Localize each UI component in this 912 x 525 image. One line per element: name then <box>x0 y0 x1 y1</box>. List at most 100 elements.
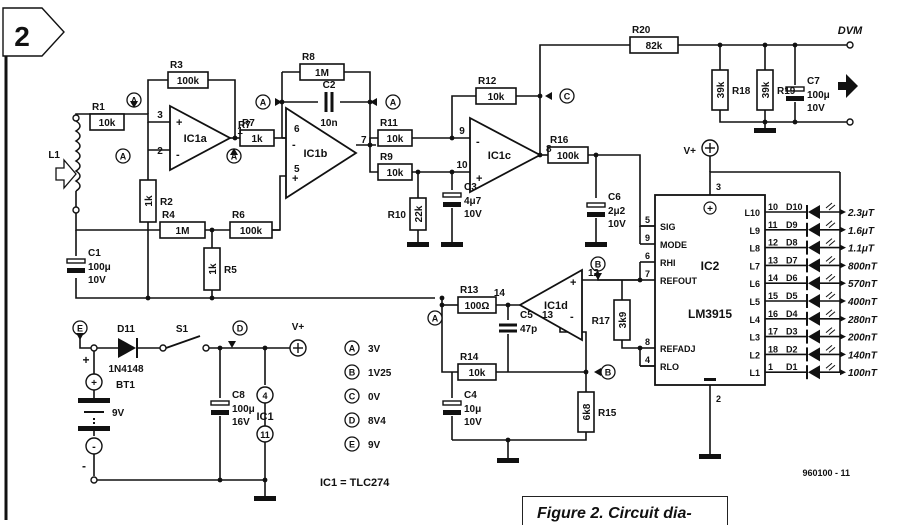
led-name: D10 <box>786 202 803 212</box>
dvm-arrow <box>838 74 858 98</box>
led-arrow <box>840 209 846 215</box>
terminal <box>846 118 854 126</box>
node-legend-b-letter: B <box>349 368 356 378</box>
r4-value: 1M <box>176 226 190 237</box>
r10-name: R10 <box>388 210 407 221</box>
r11-name: R11 <box>380 118 398 129</box>
arrow-head <box>545 92 552 100</box>
node-d <box>232 320 248 336</box>
led-light <box>825 327 836 335</box>
arrow-head <box>228 341 236 348</box>
led-name: D4 <box>786 309 798 319</box>
arrow-head <box>76 333 84 340</box>
led-arrow <box>840 315 846 322</box>
junction-dot <box>583 369 589 375</box>
c7-voltage: 10V <box>807 103 825 114</box>
junction-dot <box>217 345 223 351</box>
wire <box>441 305 458 373</box>
ic2-output-pin: 17 <box>768 327 778 337</box>
node-legend-d-letter: D <box>349 416 356 426</box>
junction-dot <box>505 302 511 308</box>
ic2-output-pin: 18 <box>768 344 778 354</box>
c4-plate <box>443 410 461 415</box>
junction-dot <box>637 277 643 283</box>
c3-value: 4μ7 <box>464 196 482 207</box>
led-value: 2.3μT <box>847 208 875 219</box>
ic2-bottom-pin: 2 <box>716 394 721 404</box>
node-a3-letter: A <box>231 152 238 162</box>
ic2-output-label: L8 <box>749 244 760 254</box>
r3-resistor <box>167 71 209 89</box>
c6-plate <box>586 202 606 208</box>
r18-name: R18 <box>732 86 751 97</box>
led-d1 <box>808 365 820 380</box>
led-value: 140nT <box>848 350 878 361</box>
ic2-left-pin-label: MODE <box>660 240 687 250</box>
ic2-left-pin-label: SIG <box>660 222 676 232</box>
led-light <box>825 202 836 211</box>
ic1a-pin: 1 <box>237 126 243 137</box>
r12-value: 10k <box>488 92 505 103</box>
c1-voltage: 10V <box>88 275 106 286</box>
ic1c-pin: 9 <box>459 126 465 137</box>
junction-dot <box>209 295 215 301</box>
r14-name: R14 <box>460 352 479 363</box>
ic2-left-pin-num: 8 <box>645 337 650 347</box>
r9-name: R9 <box>380 152 393 163</box>
led-name: D9 <box>786 220 798 230</box>
led-arrow <box>840 333 846 340</box>
l1-coil <box>74 120 81 192</box>
junction-dot <box>217 477 223 483</box>
led-light <box>825 256 836 264</box>
ic2-left-pin-num: 6 <box>645 251 650 261</box>
c1-value: 100μ <box>88 262 111 273</box>
r2-value: 1k <box>144 195 155 207</box>
led-value: 400nT <box>847 297 878 308</box>
arrow-head <box>370 98 377 106</box>
ic-note: IC1 = TLC274 <box>320 477 390 489</box>
ic2-left-pin-label: REFADJ <box>660 344 696 354</box>
ic1d-pin: 14 <box>494 288 506 299</box>
led-name: D1 <box>786 362 798 372</box>
ic1a-plus: + <box>176 117 182 129</box>
c7-name: C7 <box>807 76 820 87</box>
node-a5 <box>385 94 401 110</box>
node-a1-letter: A <box>131 96 138 106</box>
l1-field-arrow <box>55 158 77 190</box>
r4-name: R4 <box>162 210 175 221</box>
wire <box>621 340 641 366</box>
led-value: 1.1μT <box>848 244 875 255</box>
opamp-b <box>285 106 358 200</box>
c3-plate <box>442 192 462 198</box>
ground-symbol <box>254 496 276 501</box>
led-d7 <box>808 258 820 273</box>
c6-value: 2μ2 <box>608 206 626 217</box>
junction-dot <box>262 477 268 483</box>
junction-dot <box>792 119 798 125</box>
c3-name: C3 <box>464 182 477 193</box>
led-light <box>825 273 836 282</box>
led-arrow <box>840 280 846 287</box>
ic2-plus: + <box>707 204 713 215</box>
c4-voltage: 10V <box>464 417 482 428</box>
led-d9 <box>808 222 820 237</box>
c6-name: C6 <box>608 192 621 203</box>
c7-plate <box>786 96 804 101</box>
c6-plate <box>587 212 605 217</box>
led-light <box>825 291 836 300</box>
ic2-output-pin: 10 <box>768 202 778 212</box>
node-d-letter: D <box>237 324 244 334</box>
junction-dot <box>439 302 445 308</box>
led-arrow <box>840 226 846 233</box>
bt1-cell <box>78 398 110 403</box>
wire <box>369 145 378 173</box>
node-b2-letter: B <box>605 368 612 378</box>
led-arrow <box>840 298 846 304</box>
ic2-output-label: L7 <box>749 261 760 271</box>
led-d8 <box>808 240 820 255</box>
s1-switch <box>165 335 201 349</box>
figure-number: 2 <box>14 21 30 52</box>
led-name: D6 <box>786 273 798 283</box>
node-a4-letter: A <box>260 98 267 108</box>
